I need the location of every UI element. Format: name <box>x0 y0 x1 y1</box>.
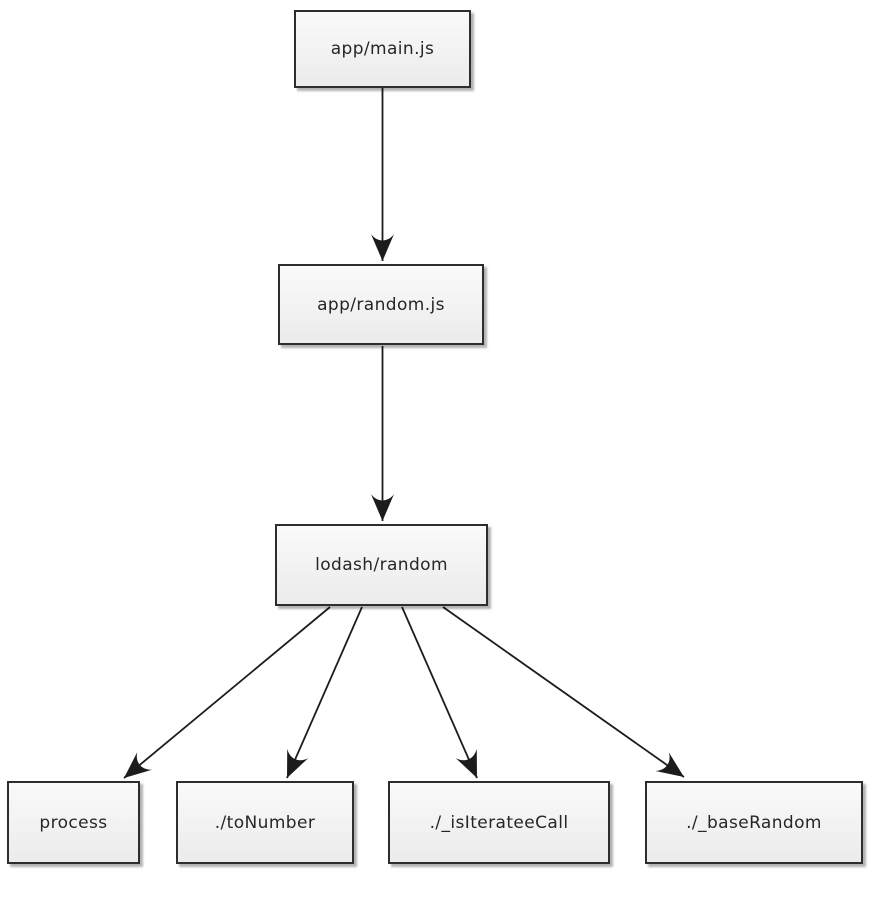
node-baserandom-label: ./_baseRandom <box>686 812 822 833</box>
node-tonumber: ./toNumber <box>176 781 354 864</box>
node-process: process <box>7 781 140 864</box>
node-app-main-js: app/main.js <box>294 10 471 88</box>
edge-lodash-to-process <box>123 606 331 779</box>
edge-lodash-to-baserandom <box>442 606 685 778</box>
edge-lodash-to-isiterateecall <box>401 606 478 779</box>
node-tonumber-label: ./toNumber <box>214 812 316 833</box>
node-app-random-js-label: app/random.js <box>317 294 445 315</box>
node-lodash-random: lodash/random <box>275 524 488 606</box>
node-isiterateecall: ./_isIterateeCall <box>388 781 610 864</box>
node-app-random-js: app/random.js <box>278 264 484 345</box>
node-lodash-random-label: lodash/random <box>315 555 448 575</box>
node-baserandom: ./_baseRandom <box>645 781 863 864</box>
node-app-main-js-label: app/main.js <box>330 39 435 59</box>
node-isiterateecall-label: ./_isIterateeCall <box>429 812 569 833</box>
node-process-label: process <box>39 812 108 833</box>
edge-lodash-to-tonumber <box>286 606 363 779</box>
